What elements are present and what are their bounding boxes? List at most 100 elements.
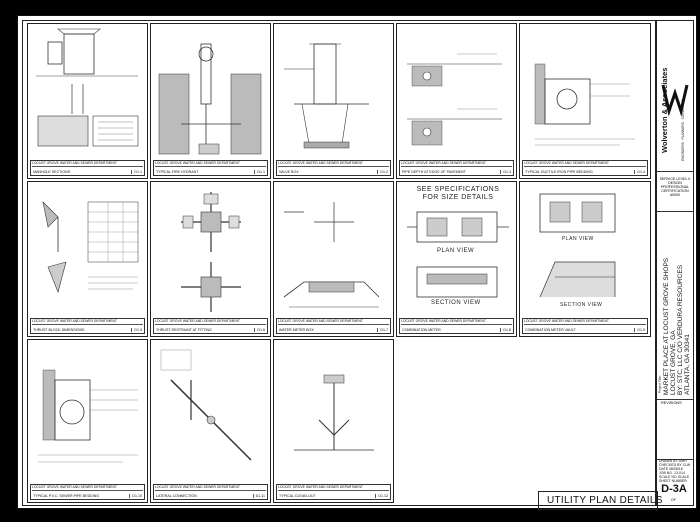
detail-number: D1.10 (129, 494, 142, 498)
drawing-sheet: LOCUST GROVE WATER AND SEWER DEPARTMENT … (17, 15, 697, 510)
detail-number: D1.1 (254, 170, 265, 174)
detail-drawing (534, 63, 635, 146)
revisions-label: REVISIONS (661, 401, 682, 405)
section-view-label: SECTION VIEW (431, 300, 481, 306)
project-line-2: LOCUST GROVE, GA (670, 330, 677, 395)
detail-title-block: LOCUST GROVE WATER AND SEWER DEPARTMENT … (276, 484, 391, 500)
job-label: JOB NO. (659, 471, 674, 475)
detail-number: D1.3 (500, 170, 511, 174)
detail-number: D1.11 (252, 494, 265, 498)
detail-number: D1.12 (375, 494, 388, 498)
detail-number: D1.1 (131, 170, 142, 174)
project-line-1: MARKET PLACE AT LOCUST GROVE SHOPS (663, 257, 670, 395)
detail-name: MANHOLE SECTIONS (33, 170, 71, 174)
section-view-label: SECTION VIEW (560, 302, 603, 308)
title-block-header: LOCUST GROVE WATER AND SEWER DEPARTMENT (155, 319, 266, 325)
detail-title-block: LOCUST GROVE WATER AND SEWER DEPARTMENT … (30, 318, 145, 334)
drawn-by-label: DRAWN BY (659, 459, 678, 463)
detail-name: THRUST BLOCK DIMENSIONS (33, 328, 85, 332)
detail-panel: SEE SPECIFICATIONS FOR SIZE DETAILS PLAN… (396, 181, 517, 337)
revisions-block: REVISIONS (657, 399, 693, 460)
detail-title-block: LOCUST GROVE WATER AND SEWER DEPARTMENT … (30, 160, 145, 176)
title-block-header: LOCUST GROVE WATER AND SEWER DEPARTMENT (278, 161, 389, 167)
detail-name: WATER METER BOX (279, 328, 314, 332)
detail-panel: LOCUST GROVE WATER AND SEWER DEPARTMENT … (273, 23, 394, 179)
detail-drawing (539, 193, 616, 298)
detail-drawing (42, 201, 139, 293)
specs-caption: SEE SPECIFICATIONS FOR SIZE DETAILS (416, 186, 500, 201)
detail-panel: LOCUST GROVE WATER AND SEWER DEPARTMENT … (273, 181, 394, 337)
detail-panel: LOCUST GROVE WATER AND SEWER DEPARTMENT … (150, 23, 271, 179)
info-block: DRAWN BY DMH CHECKED BY CLW DATE 08/08/1… (657, 459, 693, 505)
detail-drawing (160, 349, 252, 461)
detail-name: COMBINATION METER (402, 328, 441, 332)
detail-title-block: LOCUST GROVE WATER AND SEWER DEPARTMENT … (522, 318, 648, 334)
title-block-header: LOCUST GROVE WATER AND SEWER DEPARTMENT (401, 319, 512, 325)
sheet-of: OF (671, 498, 676, 502)
detail-drawing (283, 202, 380, 308)
detail-number: D1.8 (500, 328, 511, 332)
detail-name: PIPE DEPTH AT EDGE OF PAVEMENT (402, 170, 466, 174)
detail-number: D1.2 (377, 170, 388, 174)
title-block-header: LOCUST GROVE WATER AND SEWER DEPARTMENT (524, 161, 646, 167)
project-block: Project Title: MARKET PLACE AT LOCUST GR… (657, 211, 693, 400)
certification-text: SERVICE LEVEL II DESIGN PROFESSIONAL CER… (659, 177, 691, 197)
detail-name: COMBINATION METER VAULT (525, 328, 576, 332)
detail-panel: LOCUST GROVE WATER AND SEWER DEPARTMENT … (27, 339, 148, 503)
detail-panel: LOCUST GROVE WATER AND SEWER DEPARTMENT … (519, 23, 651, 179)
title-block-header: LOCUST GROVE WATER AND SEWER DEPARTMENT (32, 319, 143, 325)
certification-block: SERVICE LEVEL II DESIGN PROFESSIONAL CER… (657, 171, 693, 212)
title-block-header: LOCUST GROVE WATER AND SEWER DEPARTMENT (401, 161, 512, 167)
date-label: DATE (659, 467, 669, 471)
detail-drawing (407, 211, 509, 298)
project-line-3: BY: STC, LLC C/O VERDURA RESOURCES (677, 264, 684, 395)
detail-title-block: LOCUST GROVE WATER AND SEWER DEPARTMENT … (30, 484, 145, 500)
firm-block: Wolverton & Associates ENGINEERS · PLANN… (657, 21, 693, 172)
date-value: 08/08/18 (669, 467, 683, 471)
detail-drawing (294, 374, 374, 451)
title-block-header: LOCUST GROVE WATER AND SEWER DEPARTMENT (524, 319, 646, 325)
drawn-by-value: DMH (678, 459, 687, 463)
project-line-4: ATLANTA, GA 30341 (684, 334, 691, 395)
detail-title-block: LOCUST GROVE WATER AND SEWER DEPARTMENT … (153, 160, 268, 176)
detail-drawing (407, 53, 502, 146)
checked-by-value: CLW (682, 463, 691, 467)
job-value: 13-014 (674, 471, 685, 475)
detail-title-block: LOCUST GROVE WATER AND SEWER DEPARTMENT … (276, 318, 391, 334)
firm-logo-icon (661, 84, 689, 117)
title-block-header: LOCUST GROVE WATER AND SEWER DEPARTMENT (155, 485, 266, 491)
detail-drawing (284, 43, 369, 149)
detail-number: D1.5 (131, 328, 142, 332)
title-block-header: LOCUST GROVE WATER AND SEWER DEPARTMENT (278, 319, 389, 325)
plan-view-label: PLAN VIEW (437, 248, 475, 254)
details-frame: LOCUST GROVE WATER AND SEWER DEPARTMENT … (22, 20, 662, 510)
detail-drawing (36, 28, 139, 147)
detail-title-block: LOCUST GROVE WATER AND SEWER DEPARTMENT … (276, 160, 391, 176)
detail-number: D1.6 (254, 328, 265, 332)
title-block-header: LOCUST GROVE WATER AND SEWER DEPARTMENT (32, 161, 143, 167)
detail-title-block: LOCUST GROVE WATER AND SEWER DEPARTMENT … (153, 318, 268, 334)
firm-address: ENGINEERS · PLANNERS · SURVEYORS (681, 99, 685, 161)
detail-title-block: LOCUST GROVE WATER AND SEWER DEPARTMENT … (399, 160, 514, 176)
detail-number: D1.4 (634, 170, 645, 174)
sheet-title: UTILITY PLAN DETAILS (547, 495, 663, 506)
detail-number: D1.7 (377, 328, 388, 332)
detail-drawing (158, 43, 262, 155)
plan-view-label: PLAN VIEW (562, 236, 594, 242)
detail-title-block: LOCUST GROVE WATER AND SEWER DEPARTMENT … (399, 318, 514, 334)
detail-drawing (38, 369, 138, 463)
checked-by-label: CHECKED BY (659, 463, 682, 467)
detail-name: TYPICAL DUCTILE IRON PIPE BEDDING (525, 170, 593, 174)
detail-name: TYPICAL CLEAN-OUT (279, 494, 316, 498)
scale-value: NO SCALE (671, 475, 690, 479)
detail-name: LATERAL CONNECTION (156, 494, 197, 498)
title-block-header: LOCUST GROVE WATER AND SEWER DEPARTMENT (278, 485, 389, 491)
detail-name: VALVE BOX (279, 170, 299, 174)
detail-name: TYPICAL P.V.C. SEWER PIPE BEDDING (33, 494, 100, 498)
sheet-number-label: SHEET NUMBER (659, 479, 687, 483)
detail-panel: LOCUST GROVE WATER AND SEWER DEPARTMENT … (27, 181, 148, 337)
sheet-title-box: UTILITY PLAN DETAILS (538, 491, 662, 510)
title-block-header: LOCUST GROVE WATER AND SEWER DEPARTMENT (32, 485, 143, 491)
detail-panel: LOCUST GROVE WATER AND SEWER DEPARTMENT … (27, 23, 148, 179)
detail-panel: LOCUST GROVE WATER AND SEWER DEPARTMENT … (396, 23, 517, 179)
